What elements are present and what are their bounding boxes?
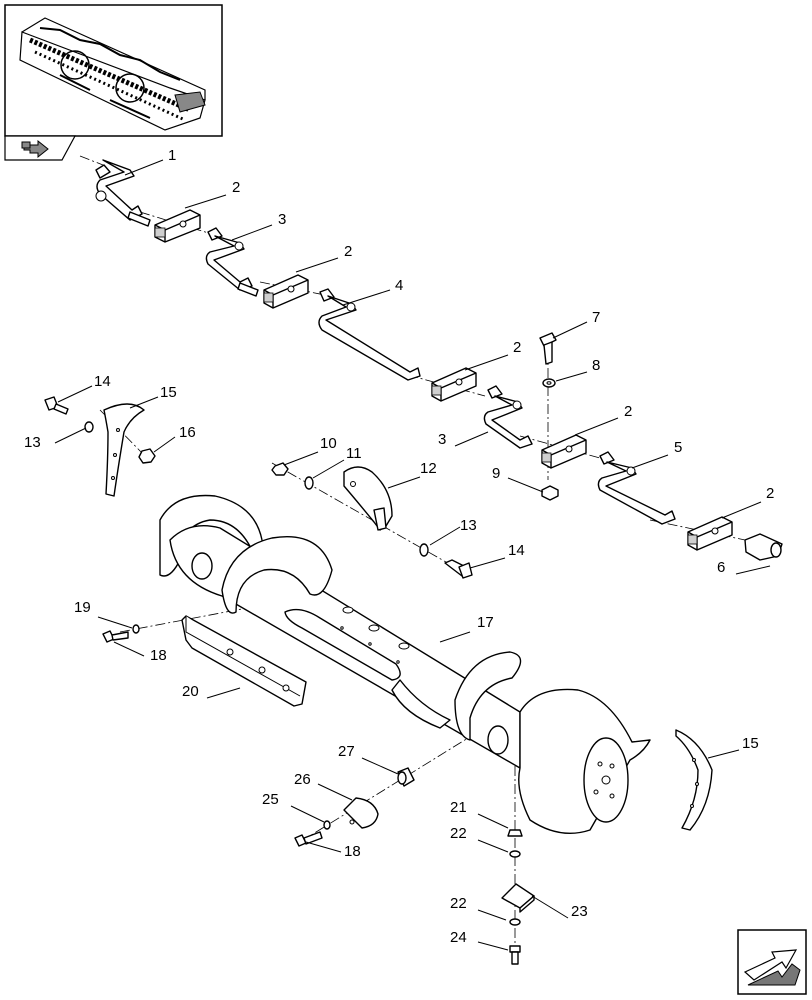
callout-23: 23 <box>571 903 588 920</box>
callout-4: 4 <box>395 277 403 294</box>
callout-18: 18 <box>344 843 361 860</box>
callout-26: 26 <box>294 771 311 788</box>
bearing-block-2d <box>541 434 587 469</box>
callout-13: 13 <box>24 434 41 451</box>
back-tab[interactable] <box>4 135 77 161</box>
bracket-20 <box>181 615 307 707</box>
callout-24: 24 <box>450 929 467 946</box>
bolt-18a <box>102 630 129 643</box>
nut-16 <box>138 448 156 464</box>
nut-10 <box>271 462 289 476</box>
callout-3: 3 <box>278 211 286 228</box>
callout-2: 2 <box>232 179 240 196</box>
plate-26 <box>343 797 379 829</box>
callout-12: 12 <box>420 460 437 477</box>
callout-14: 14 <box>508 542 525 559</box>
callout-21: 21 <box>450 799 467 816</box>
callout-11: 11 <box>346 445 362 462</box>
crank-shaft-1 <box>95 159 151 227</box>
washer-13a <box>84 421 94 433</box>
callout-6: 6 <box>717 559 725 576</box>
callout-17: 17 <box>477 614 494 631</box>
bearing-block-2c <box>431 367 477 402</box>
crank-shaft-4 <box>318 288 421 381</box>
washer-8 <box>542 378 556 388</box>
washer-25 <box>323 820 331 830</box>
callout-16: 16 <box>179 424 196 441</box>
return-arrow-icon <box>21 139 49 159</box>
callout-9: 9 <box>492 465 500 482</box>
bolt-7 <box>539 332 557 365</box>
bearing-block-2b <box>263 274 309 309</box>
callout-25: 25 <box>262 791 279 808</box>
pin-6 <box>744 533 783 561</box>
finger-guide-15a <box>103 403 145 497</box>
washer-13b <box>419 543 429 557</box>
combine-header-overview-icon <box>19 17 206 131</box>
washer-22b <box>509 918 521 926</box>
callout-8: 8 <box>592 357 600 374</box>
callout-2: 2 <box>624 403 632 420</box>
callout-2: 2 <box>344 243 352 260</box>
auger-17 <box>159 494 651 835</box>
nut-21 <box>507 829 523 837</box>
callout-3: 3 <box>438 431 446 448</box>
bolt-14b <box>444 559 473 579</box>
washer-19 <box>132 624 140 634</box>
callout-10: 10 <box>320 435 337 452</box>
nut-9 <box>541 485 559 501</box>
callout-14: 14 <box>94 373 111 390</box>
callout-7: 7 <box>592 309 600 326</box>
bearing-block-2a <box>154 209 201 243</box>
callout-15: 15 <box>742 735 759 752</box>
finger-guide-15b <box>675 729 713 831</box>
callout-2: 2 <box>513 339 521 356</box>
washer-11 <box>304 476 314 490</box>
crank-shaft-3a <box>205 227 259 297</box>
callout-2: 2 <box>766 485 774 502</box>
callout-22: 22 <box>450 895 467 912</box>
callout-27: 27 <box>338 743 355 760</box>
callout-20: 20 <box>182 683 199 700</box>
overview-thumbnail[interactable] <box>4 4 223 137</box>
washer-22a <box>509 850 521 858</box>
callout-13: 13 <box>460 517 477 534</box>
crank-shaft-3b <box>483 385 533 449</box>
plate-23 <box>501 883 535 913</box>
callout-5: 5 <box>674 439 682 456</box>
callout-18: 18 <box>150 647 167 664</box>
spacer-27 <box>397 767 415 787</box>
callout-22: 22 <box>450 825 467 842</box>
bolt-24 <box>509 945 521 965</box>
leader-lines <box>54 159 771 951</box>
callout-labels: 1 2 3 2 4 7 2 8 14 15 13 16 2 3 5 10 11 … <box>24 147 774 946</box>
next-page-button[interactable] <box>737 929 807 995</box>
crank-shaft-5 <box>597 451 676 525</box>
callout-1: 1 <box>168 147 176 164</box>
bolt-18b <box>294 831 323 847</box>
bolt-14a <box>44 396 69 415</box>
callout-15: 15 <box>160 384 177 401</box>
bearing-block-2e <box>687 516 733 551</box>
next-page-arrow-icon <box>743 949 801 986</box>
callout-19: 19 <box>74 599 91 616</box>
stripper-12 <box>343 466 393 531</box>
